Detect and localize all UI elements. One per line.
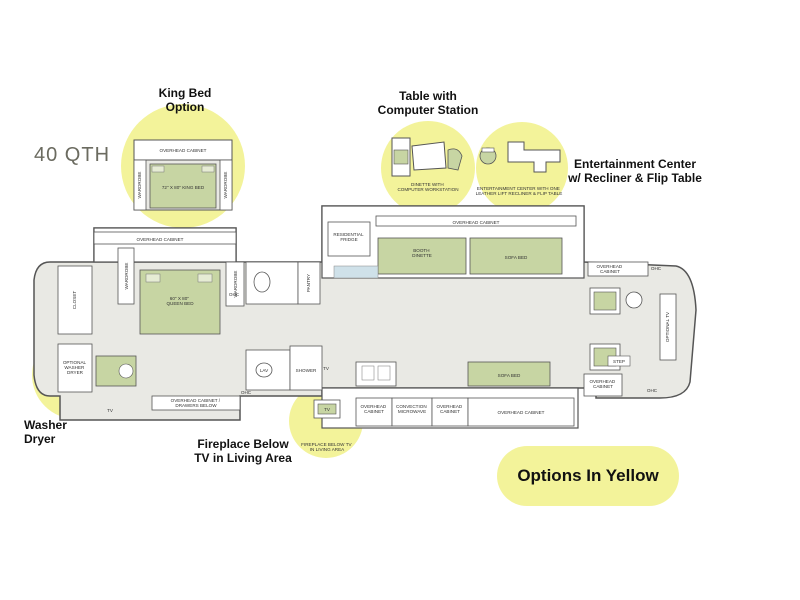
sofa-bed-top-label: SOFA BED [505, 255, 528, 260]
tv-bed-label: TV [107, 408, 114, 413]
inset-overhead-cabinet-label: OVERHEAD CABINET [160, 148, 207, 153]
closet-label: CLOSET [72, 291, 77, 310]
tv-bath-label: TV [323, 366, 330, 371]
ohc-front-label: OHC [651, 266, 662, 271]
washer-dryer-callout-line1: Washer [24, 418, 67, 432]
step-label: STEP [613, 359, 625, 364]
overhead-cabinet-kitchen-label: OVERHEAD CABINET [360, 404, 387, 414]
inset-fireplace-label: FIREPLACE BELOW TV IN LIVING AREA [301, 442, 353, 452]
computer-station-callout: Table with Computer Station [370, 89, 486, 117]
king-bed-callout-line2: Option [165, 100, 205, 114]
computer-station-callout-line1: Table with [399, 89, 457, 103]
booth-dinette-label: BOOTH DINETTE [412, 248, 432, 258]
entertainment-center-callout-line2: w/ Recliner & Flip Table [568, 171, 702, 185]
king-bed-inset: OVERHEAD CABINET 72" X 80" KING BED WARD… [133, 139, 233, 211]
fireplace-callout: Fireplace Below TV in Living Area [188, 437, 298, 465]
optional-tv-label: OPTIONAL TV [665, 311, 670, 342]
options-in-yellow-badge: Options In Yellow [497, 446, 679, 506]
inset-wardrobe-right-label: WARDROBE [223, 172, 228, 199]
entertainment-center-inset: ENTERTAINMENT CENTER WITH ONE LEATHER LI… [476, 141, 563, 196]
ohc-bath-label: OHC [241, 390, 252, 395]
inset-dinette-label: DINETTE WITH COMPUTER WORKSTATION [397, 182, 458, 192]
optional-washer-dryer-label: OPTIONAL WASHER DRYER [63, 360, 87, 375]
inset-king-bed-label: 72" X 80" KING BED [162, 185, 205, 190]
overhead-cabinet-front-label: OVERHEAD CABINET [596, 264, 623, 274]
computer-station-callout-line2: Computer Station [377, 103, 479, 117]
wardrobe-right-label: WARDROBE [233, 271, 238, 298]
king-bed-callout-line1: King Bed [158, 86, 212, 100]
overhead-cabinet-kitchen2-label: OVERHEAD CABINET [436, 404, 463, 414]
overhead-cabinet-entry-label: OVERHEAD CABINET [589, 379, 616, 389]
model-name: 40 QTH [34, 144, 111, 166]
king-bed-callout: King Bed Option [140, 86, 230, 114]
entertainment-center-callout-line1: Entertainment Center [573, 157, 697, 171]
ohc-entry-label: OHC [647, 388, 658, 393]
washer-dryer-callout-line2: Dryer [24, 432, 56, 446]
main-floorplan: OVERHEAD CABINET WARDROBE 60" X 80" QUEE… [33, 205, 697, 452]
inset-entertainment-label: ENTERTAINMENT CENTER WITH ONE LEATHER LI… [476, 186, 563, 196]
inset-tv-label: TV [324, 407, 331, 412]
convection-microwave-label: CONVECTION MICROWAVE [396, 404, 428, 414]
entertainment-center-callout: Entertainment Center w/ Recliner & Flip … [560, 157, 710, 185]
computer-station-inset: DINETTE WITH COMPUTER WORKSTATION [391, 137, 463, 192]
overhead-cabinet-drawers-label: OVERHEAD CABINET / DRAWERS BELOW [171, 398, 222, 408]
pantry-label: PANTRY [306, 274, 311, 292]
overhead-cabinet-bottom-label: OVERHEAD CABINET [498, 410, 545, 415]
fireplace-callout-line2: TV in Living Area [194, 451, 292, 465]
entertainment-center-option-highlight [476, 122, 568, 214]
overhead-cabinet-bedroom-label: OVERHEAD CABINET [137, 237, 184, 242]
lav-label: LAV [260, 368, 269, 373]
washer-dryer-callout: Washer Dryer [24, 418, 80, 446]
residential-fridge-label: RESIDENTIAL FRIDGE [333, 232, 364, 242]
queen-bed-label: 60" X 80" QUEEN BED [166, 296, 194, 306]
fireplace-callout-line1: Fireplace Below [197, 437, 289, 451]
shower-label: SHOWER [296, 368, 317, 373]
overhead-cabinet-top-label: OVERHEAD CABINET [453, 220, 500, 225]
inset-wardrobe-left-label: WARDROBE [137, 172, 142, 199]
sofa-bed-bottom-label: SOFA BED [498, 373, 521, 378]
wardrobe-left-label: WARDROBE [124, 263, 129, 290]
ohc-bedroom-label: OHC [229, 292, 240, 297]
